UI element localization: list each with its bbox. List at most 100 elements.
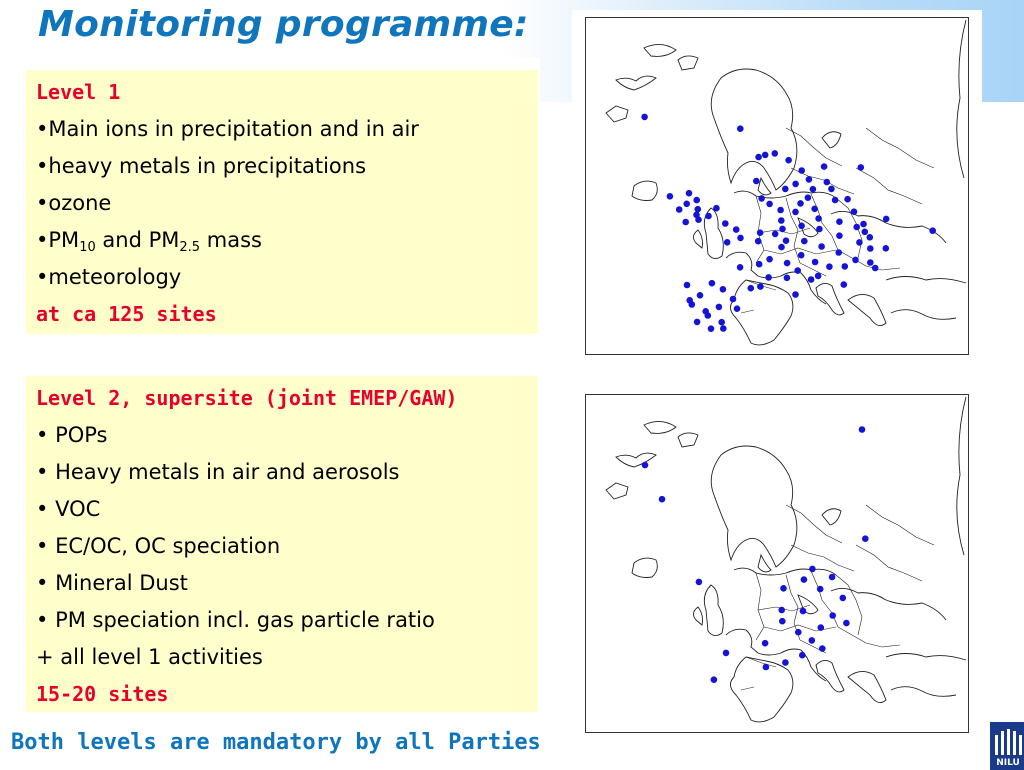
- level1-item-pm: •PM10 and PM2.5 mass: [36, 228, 262, 255]
- level1-item: •Main ions in precipitation and in air: [36, 117, 419, 141]
- station-dot: [641, 461, 649, 469]
- station-dot: [761, 639, 769, 647]
- level1-item-text: heavy metals in precipitations: [48, 154, 367, 178]
- station-dot: [737, 125, 744, 132]
- station-dot: [733, 305, 741, 313]
- level1-item: •ozone: [36, 191, 111, 215]
- station-dot: [755, 260, 763, 268]
- station-dot: [747, 284, 755, 292]
- level2-extra: + all level 1 activities: [36, 645, 263, 669]
- station-dot: [783, 274, 791, 282]
- station-dot: [882, 245, 890, 252]
- station-dot: [766, 255, 773, 263]
- bullet-glyph: •: [36, 265, 49, 289]
- level2-item: • VOC: [36, 497, 100, 521]
- station-dot: [693, 196, 700, 204]
- pm-label: PM: [48, 228, 80, 252]
- station-layer: [641, 426, 869, 683]
- station-dot: [815, 215, 822, 222]
- station-dot: [835, 249, 842, 256]
- station-dot: [871, 264, 879, 272]
- pm-mass-text: mass: [200, 228, 262, 252]
- station-dot: [723, 239, 731, 246]
- level1-item: •meteorology: [36, 265, 181, 289]
- station-dot: [777, 206, 784, 214]
- level2-box: Level 2, supersite (joint EMEP/GAW) • PO…: [26, 376, 538, 712]
- station-dot: [828, 573, 836, 581]
- station-dot: [722, 649, 730, 657]
- border-layer: [740, 127, 935, 314]
- station-dot: [708, 279, 716, 287]
- level1-station-map: [572, 10, 982, 360]
- logo-wordmark: NILU: [996, 758, 1020, 768]
- station-dot: [778, 243, 785, 251]
- station-dot: [682, 218, 689, 226]
- level2-station-map: [572, 384, 982, 736]
- station-dot: [819, 645, 826, 652]
- station-dot: [840, 281, 848, 288]
- level2-item-text: Mineral Dust: [48, 571, 188, 595]
- bullet-glyph: •: [36, 423, 49, 447]
- logo-emblem-icon: [995, 729, 1022, 755]
- station-dot: [782, 659, 789, 666]
- station-dot: [641, 113, 648, 121]
- station-dot: [722, 220, 729, 227]
- station-dot: [782, 185, 789, 193]
- pm10-subscript: 10: [79, 240, 96, 255]
- station-dot: [792, 291, 799, 298]
- station-dot: [778, 217, 785, 224]
- bullet-glyph: •: [36, 497, 49, 521]
- station-dot: [882, 215, 890, 223]
- station-dot: [707, 325, 715, 333]
- level2-item-text: EC/OC, OC speciation: [48, 534, 281, 558]
- station-dot: [729, 295, 737, 303]
- bullet-glyph: •: [36, 191, 49, 215]
- level2-sites: 15-20 sites: [36, 682, 169, 706]
- station-dot: [820, 163, 828, 170]
- level2-heading: Level 2, supersite (joint EMEP/GAW): [36, 386, 458, 410]
- level2-item-text: VOC: [48, 497, 101, 521]
- station-dot: [808, 637, 816, 644]
- level1-item-text: Main ions in precipitation and in air: [48, 117, 419, 141]
- station-dot: [799, 651, 806, 659]
- footer-note: Both levels are mandatory by all Parties: [11, 730, 541, 755]
- station-dot: [860, 220, 867, 228]
- station-dot: [765, 274, 772, 281]
- station-dot: [732, 226, 740, 233]
- station-dot: [766, 200, 773, 208]
- station-dot: [755, 153, 762, 161]
- level1-item-text: meteorology: [48, 265, 182, 289]
- station-dot: [866, 234, 874, 241]
- station-dot: [826, 263, 833, 270]
- level2-item-text: Heavy metals in air and aerosols: [48, 460, 400, 484]
- station-dot: [836, 218, 843, 225]
- station-dot: [658, 495, 666, 503]
- europe-map-svg: [605, 396, 967, 723]
- station-dot: [779, 225, 786, 233]
- page-title: Monitoring programme:: [38, 4, 529, 45]
- level1-heading: Level 1: [36, 80, 121, 104]
- station-dot: [685, 189, 693, 197]
- station-dot: [694, 205, 702, 213]
- nilu-logo: NILU: [990, 722, 1024, 770]
- level2-item: • POPs: [36, 423, 108, 447]
- coastline-layer: [605, 19, 967, 346]
- station-dot: [841, 263, 849, 270]
- station-dot: [798, 167, 805, 174]
- station-dot: [804, 194, 812, 201]
- station-dot: [754, 237, 762, 245]
- bullet-glyph: •: [36, 228, 49, 252]
- map-frame: [585, 394, 969, 733]
- station-dot: [831, 196, 839, 204]
- station-dot: [783, 259, 791, 267]
- station-dot: [797, 251, 805, 259]
- bullet-glyph: •: [36, 117, 49, 141]
- level2-item: • Heavy metals in air and aerosols: [36, 460, 400, 484]
- pm-label: PM: [148, 228, 180, 252]
- station-dot: [718, 318, 725, 326]
- bullet-glyph: •: [36, 608, 49, 632]
- station-dot: [814, 272, 822, 280]
- station-dot: [839, 594, 847, 602]
- station-dot: [818, 243, 825, 250]
- station-dot: [800, 576, 808, 583]
